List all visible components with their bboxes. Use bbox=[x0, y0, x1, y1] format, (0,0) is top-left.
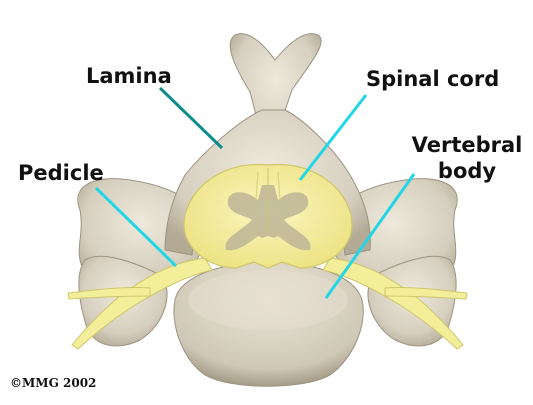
copyright-notice: ©MMG 2002 bbox=[10, 376, 97, 390]
dorsal-column-right bbox=[277, 171, 281, 201]
dorsal-column-left bbox=[255, 171, 259, 201]
leader-line-pedicle bbox=[94, 186, 178, 268]
vertebral-body-top-surface bbox=[188, 270, 348, 330]
right-nerve-root bbox=[322, 257, 464, 350]
label-vertebral-body-line2: body bbox=[437, 159, 497, 183]
left-nerve-branch bbox=[67, 286, 151, 300]
left-nerve-root bbox=[71, 257, 213, 350]
right-nerve-branch bbox=[384, 286, 468, 300]
leader-line-vertebral-body bbox=[324, 173, 416, 299]
vertebral-arch bbox=[164, 109, 371, 256]
leader-line-spinal-cord bbox=[298, 94, 368, 181]
label-spinal-cord: Spinal cord bbox=[366, 67, 500, 91]
label-vertebral-body-line1: Vertebral bbox=[411, 133, 523, 157]
leader-line-lamina bbox=[158, 86, 224, 150]
label-vertebral-body: Vertebral body bbox=[408, 132, 526, 184]
spinous-process bbox=[229, 33, 322, 151]
label-pedicle: Pedicle bbox=[18, 161, 104, 185]
label-lamina: Lamina bbox=[86, 64, 172, 88]
